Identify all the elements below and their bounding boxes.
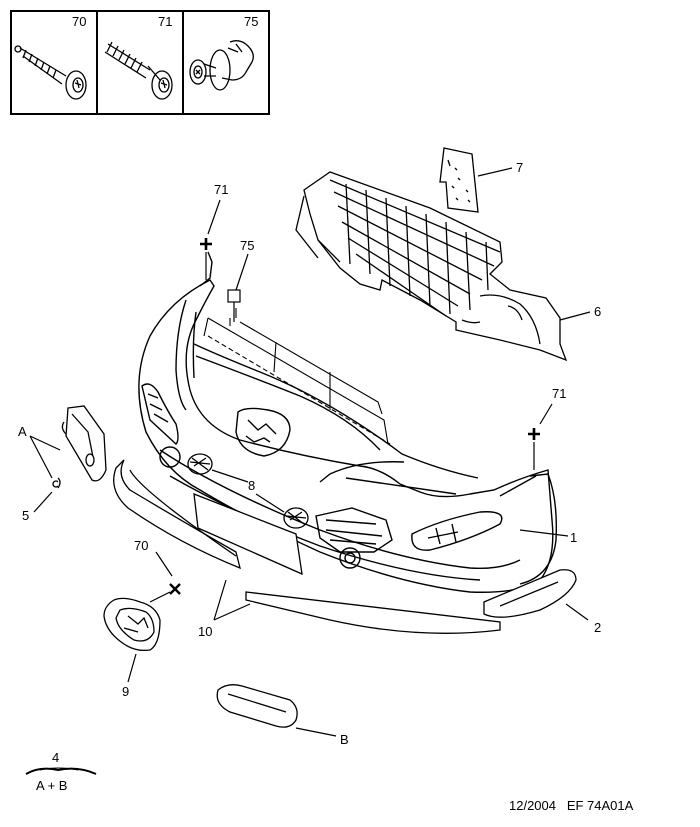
- callout-1: 1: [570, 530, 577, 545]
- callout-6: 6: [594, 304, 601, 319]
- legend-text: A + B: [36, 778, 68, 793]
- legend-symbol: [25, 767, 97, 775]
- part-75-duct-frame: [203, 308, 391, 445]
- fastener-75-label: 75: [244, 14, 258, 29]
- part-a-tow-cover: [52, 405, 107, 489]
- part-8-fog-plugs: [187, 453, 309, 529]
- part-2-reflector: [483, 569, 577, 618]
- part-10-lower-strips: [113, 459, 501, 634]
- callout-b: B: [340, 732, 349, 747]
- callout-5: 5: [22, 508, 29, 523]
- part-b-blanking-cover: [216, 684, 298, 728]
- part-9-badge: [103, 597, 161, 652]
- part-1-bumper-shell: [138, 251, 557, 593]
- document-reference: 12/2004 EF 74A01A: [509, 798, 634, 813]
- leader-lines: [29, 167, 591, 737]
- callout-75: 75: [240, 238, 254, 253]
- callout-9: 9: [122, 684, 129, 699]
- callout-70: 70: [134, 538, 148, 553]
- fastener-key-box: [10, 10, 270, 115]
- callout-7: 7: [516, 160, 523, 175]
- callout-71-right: 71: [552, 386, 566, 401]
- callout-8: 8: [248, 478, 255, 493]
- callout-71-top: 71: [214, 182, 228, 197]
- legend-number: 4: [52, 750, 60, 765]
- part-7-plate: [439, 147, 479, 213]
- callout-10: 10: [198, 624, 212, 639]
- callout-a: A: [18, 424, 27, 439]
- fastener-71-screw-icon: [104, 41, 173, 100]
- part-6-grille: [295, 171, 568, 362]
- fastener-70-label: 70: [72, 14, 86, 29]
- fastener-71-label: 71: [158, 14, 172, 29]
- callout-2: 2: [594, 620, 601, 635]
- fastener-70-screw-icon: [14, 45, 87, 100]
- fastener-75-clip-icon: [189, 40, 254, 91]
- callout-labels: 70 71 75 71 75 7 6 71 A 5 8 1 70 2 10 9 …: [18, 14, 601, 747]
